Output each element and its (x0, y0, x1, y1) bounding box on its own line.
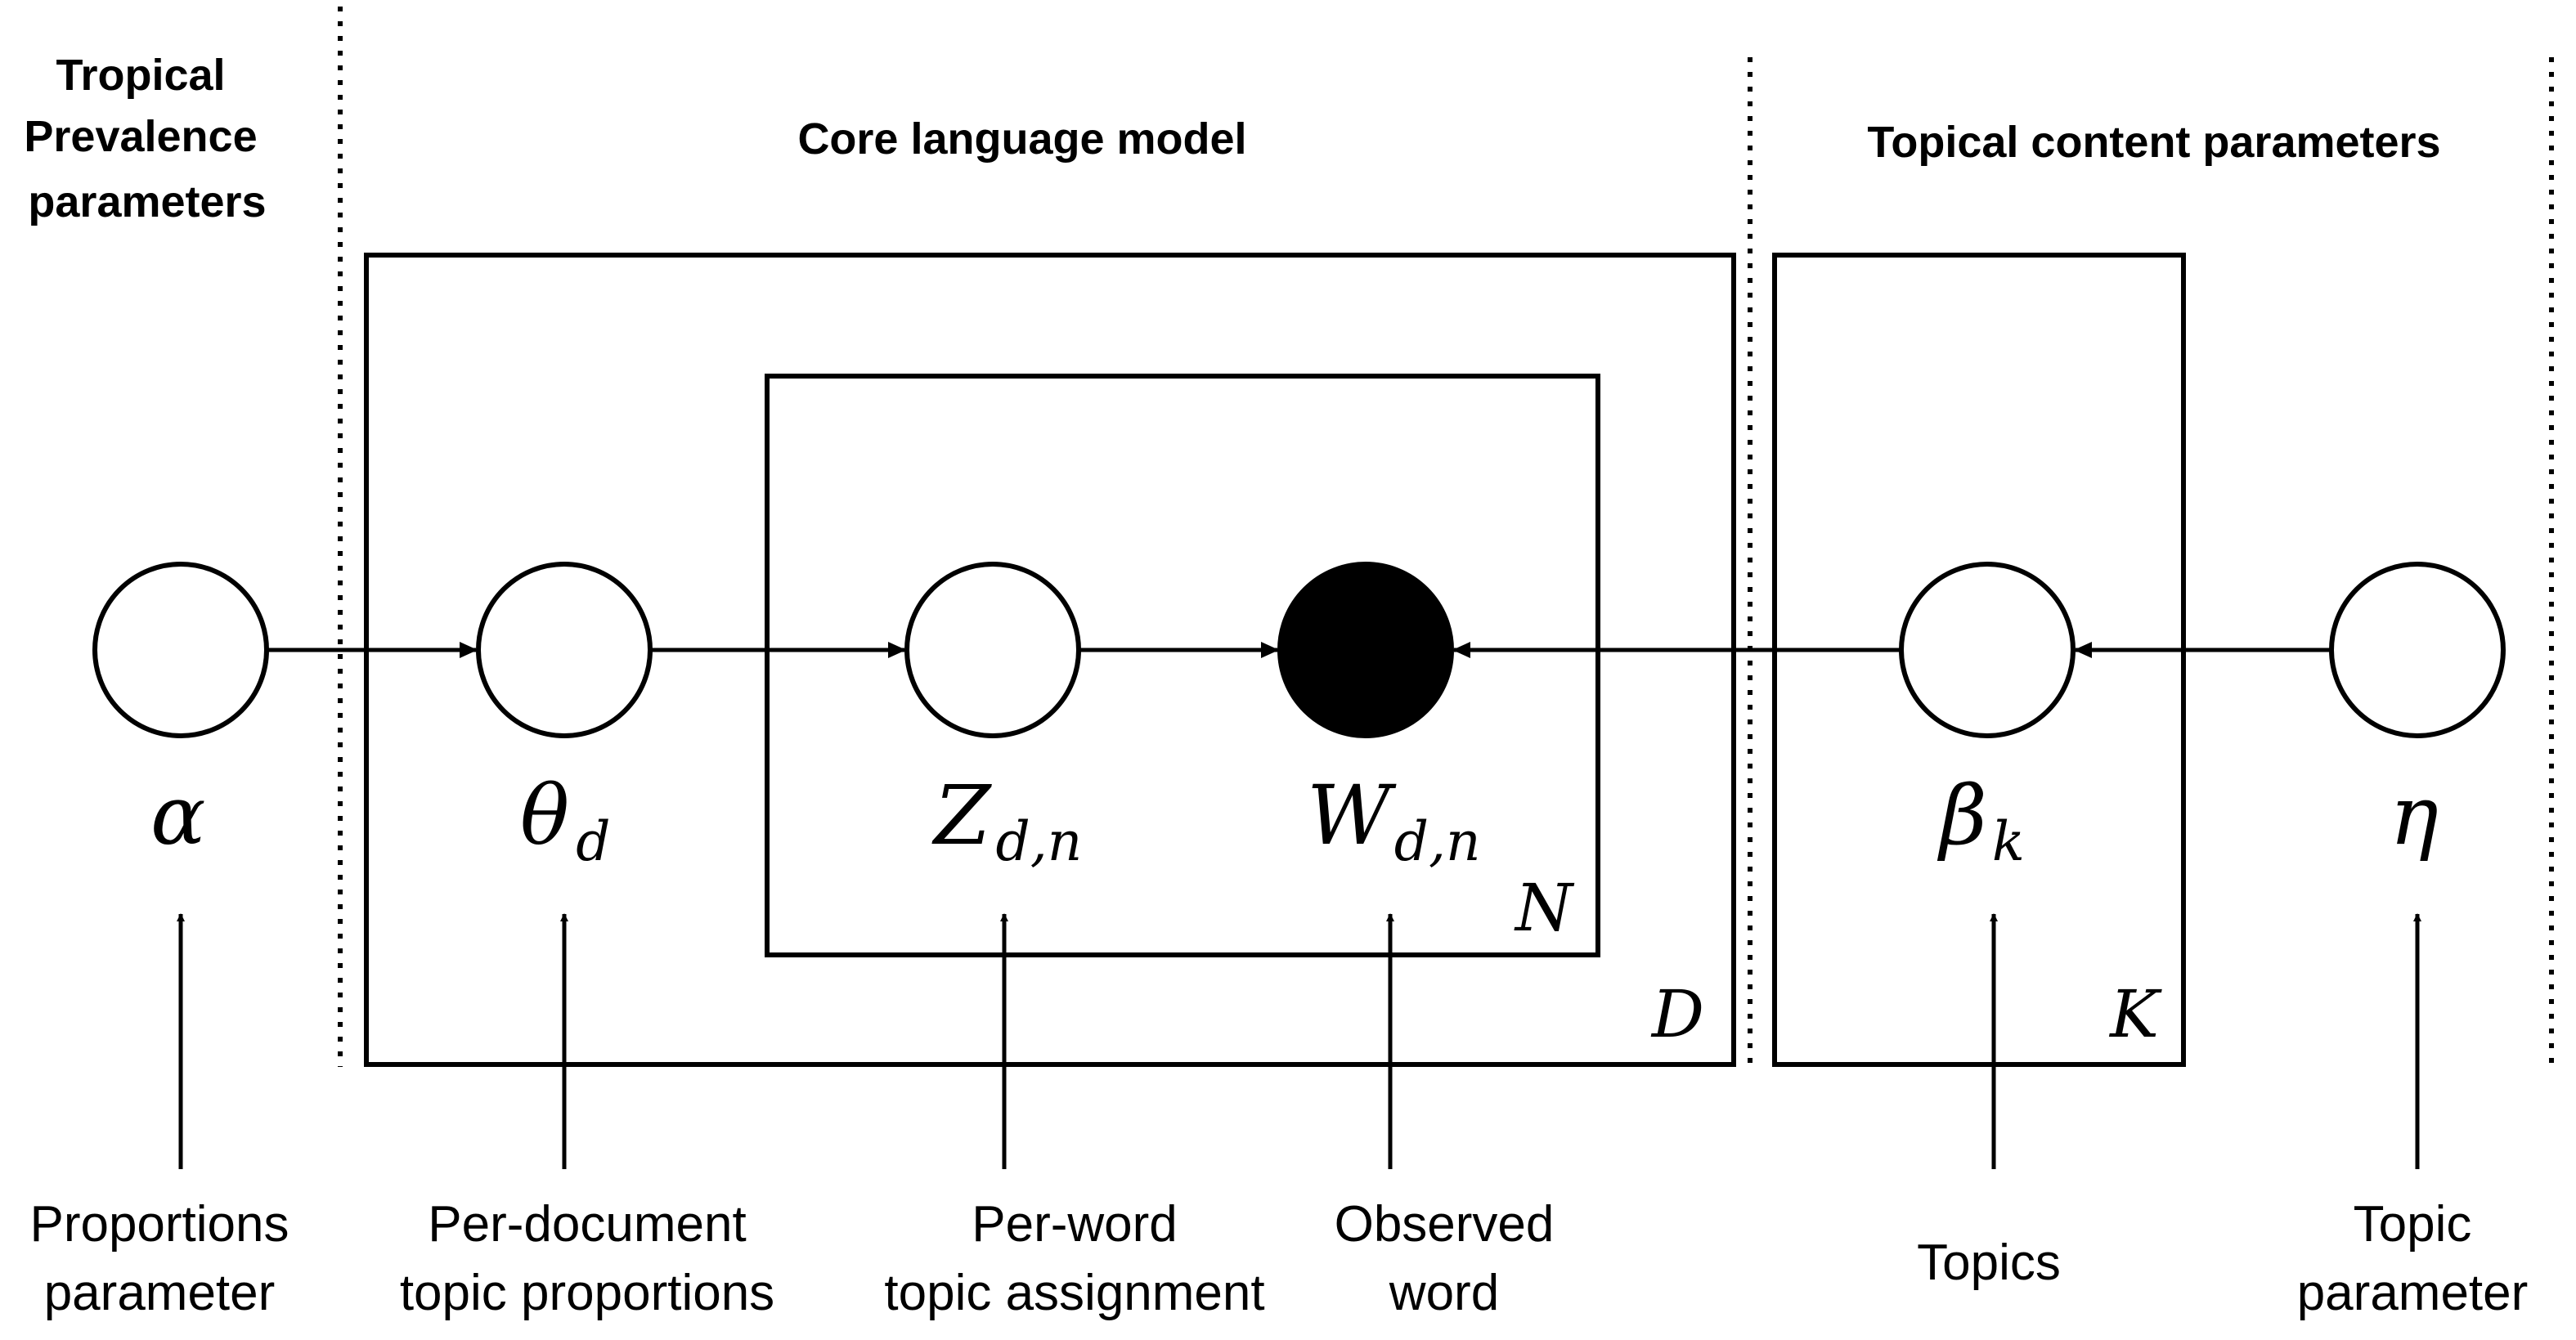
document-plate (364, 253, 1736, 1067)
description-eta-line-2: parameter (2297, 1265, 2529, 1321)
description-z-line-1: Per-word (972, 1196, 1178, 1253)
node-theta (476, 562, 653, 738)
symbol-theta-subscript: d (576, 810, 610, 873)
symbol-z-subscript: d,n (995, 810, 1082, 873)
content-heading: Topical content parameters (1867, 118, 2440, 167)
prevalence-heading-line-2: Prevalence (24, 112, 257, 161)
symbol-eta-base: η (2390, 768, 2439, 863)
word-plate-label: N (1514, 870, 1575, 946)
symbol-theta-base: θ (520, 768, 569, 863)
topic-plate-label: K (2108, 976, 2162, 1052)
prevalence-heading-line-3: parameters (28, 177, 266, 226)
prevalence-heading-line-1: Tropical (56, 51, 225, 100)
description-z-line-2: topic assignment (884, 1265, 1264, 1321)
core-heading: Core language model (797, 114, 1246, 164)
symbol-w-subscript: d,n (1394, 810, 1481, 873)
node-beta (1899, 562, 2076, 738)
node-z (904, 562, 1081, 738)
node-alpha (92, 562, 269, 738)
symbol-alpha: α (150, 768, 206, 863)
description-w-line-1: Observed (1335, 1196, 1555, 1253)
symbol-beta-base: β (1936, 768, 1987, 863)
description-w-line-2: word (1389, 1265, 1499, 1321)
symbol-z: Zd,n (931, 768, 1082, 873)
description-beta: Topics (1917, 1235, 2061, 1291)
symbol-w: Wd,n (1307, 768, 1481, 873)
symbol-w-base: W (1307, 768, 1397, 863)
symbol-beta: βk (1936, 768, 2025, 873)
description-theta-line-1: Per-document (428, 1196, 746, 1253)
document-plate-label: D (1650, 976, 1704, 1052)
word-plate (765, 374, 1600, 957)
symbol-beta-subscript: k (1992, 810, 2025, 873)
symbol-alpha-base: α (150, 768, 206, 863)
description-alpha-line-2: parameter (44, 1265, 276, 1321)
symbol-z-base: Z (931, 768, 992, 863)
description-eta-line-1: Topic (2354, 1196, 2472, 1253)
topic-plate (1772, 253, 2186, 1067)
description-alpha-line-1: Proportions (29, 1196, 289, 1253)
symbol-eta: η (2390, 768, 2439, 863)
description-theta-line-2: topic proportions (400, 1265, 774, 1321)
node-eta (2329, 562, 2506, 738)
node-w (1277, 562, 1454, 738)
